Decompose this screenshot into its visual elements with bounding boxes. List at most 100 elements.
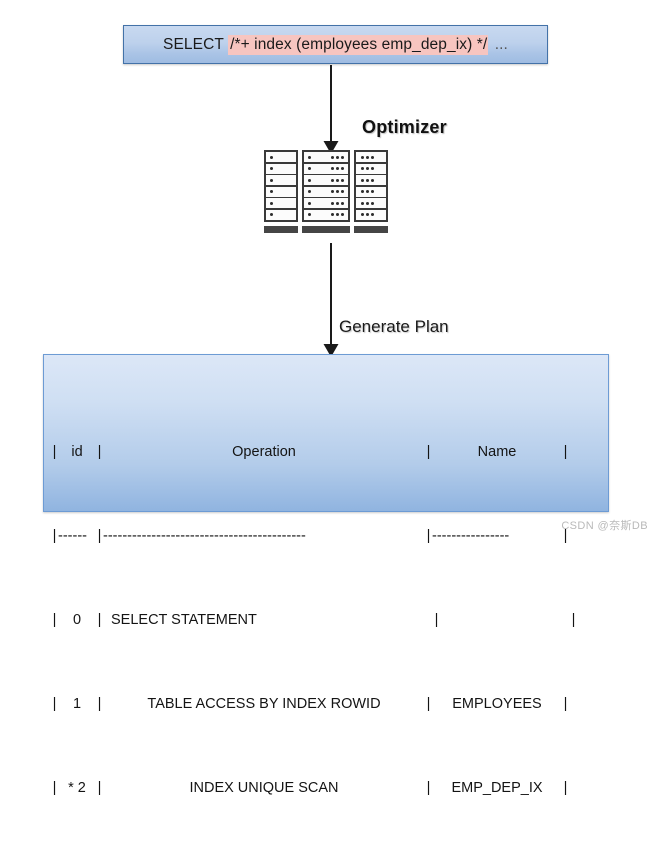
column-separator: |: [52, 696, 57, 712]
led-icon: [308, 155, 311, 159]
rack-unit: [356, 186, 386, 197]
led-icon: [331, 167, 334, 170]
led-group: [361, 155, 374, 159]
led-icon: [361, 201, 364, 205]
column-separator: |: [52, 528, 57, 544]
led-icon: [371, 167, 374, 170]
header-operation: Operation: [232, 444, 296, 460]
row-operation: TABLE ACCESS BY INDEX ROWID: [147, 696, 381, 712]
rack-unit: [266, 209, 296, 220]
led-group: [331, 213, 344, 216]
led-icon: [366, 178, 369, 182]
led-icon: [270, 213, 273, 216]
column-separator: |: [52, 612, 57, 628]
led-icon: [361, 213, 364, 216]
led-icon: [361, 190, 364, 193]
led-icon: [336, 190, 339, 193]
diagram-canvas: SELECT /*+ index (employees emp_dep_ix) …: [43, 25, 648, 796]
execution-plan-table: | id | Operation | Name | | ------ | ---…: [51, 379, 577, 862]
led-icon: [331, 201, 334, 205]
optimizer-label: Optimizer: [362, 117, 447, 137]
led-icon: [270, 155, 273, 159]
sql-keyword: SELECT: [163, 35, 229, 53]
led-icon: [331, 190, 334, 193]
led-icon: [331, 213, 334, 216]
led-icon: [371, 178, 374, 182]
column-separator: |: [571, 612, 576, 628]
rack-unit: [266, 152, 296, 162]
led-group: [361, 178, 374, 182]
table-row: | * 2 | INDEX UNIQUE SCAN | EMP_DEP_IX |: [51, 778, 577, 799]
led-icon: [341, 155, 344, 159]
execution-plan-box: | id | Operation | Name | | ------ | ---…: [43, 354, 609, 796]
led-group: [361, 167, 374, 170]
rack-unit: [266, 198, 296, 208]
rack-unit: [356, 175, 386, 185]
column-separator: |: [97, 528, 102, 544]
led-icon: [361, 178, 364, 182]
rack-stack-3: [354, 150, 388, 222]
led-group: [331, 201, 344, 205]
led-group: [361, 201, 374, 205]
sql-statement-box: SELECT /*+ index (employees emp_dep_ix) …: [123, 25, 548, 64]
rack-unit: [304, 163, 348, 174]
rack-unit: [266, 186, 296, 197]
column-separator: |: [97, 444, 102, 460]
rack-stack-2: [302, 150, 350, 222]
server-rack-icon: [264, 150, 388, 242]
led-icon: [308, 178, 311, 182]
led-group: [331, 178, 344, 182]
table-header-row: | id | Operation | Name |: [51, 442, 577, 463]
led-icon: [308, 167, 311, 170]
table-divider-row: | ------ | -----------------------------…: [51, 526, 577, 547]
led-icon: [331, 178, 334, 182]
led-icon: [361, 155, 364, 159]
divider-name: ----------------: [432, 528, 510, 544]
column-separator: |: [52, 444, 57, 460]
led-icon: [366, 201, 369, 205]
row-name: EMPLOYEES: [452, 696, 542, 712]
led-icon: [371, 201, 374, 205]
table-row: | 0 | SELECT STATEMENT | |: [51, 610, 577, 631]
rack-unit: [304, 175, 348, 185]
rack-unit: [304, 209, 348, 220]
led-icon: [270, 190, 273, 193]
header-id: id: [71, 444, 83, 460]
rack-unit: [266, 163, 296, 174]
rack-base: [354, 225, 388, 233]
led-icon: [341, 201, 344, 205]
led-icon: [366, 190, 369, 193]
rack-unit: [304, 152, 348, 162]
sql-statement-text: SELECT /*+ index (employees emp_dep_ix) …: [163, 34, 508, 55]
led-icon: [270, 178, 273, 182]
led-icon: [336, 167, 339, 170]
led-icon: [308, 190, 311, 193]
divider-id: ------: [58, 528, 87, 544]
row-name: EMP_DEP_IX: [451, 780, 543, 796]
row-id: 1: [72, 696, 82, 712]
rack-base: [302, 225, 350, 233]
led-icon: [341, 213, 344, 216]
led-group: [361, 213, 374, 216]
led-icon: [366, 213, 369, 216]
row-id: * 2: [68, 780, 86, 796]
led-icon: [336, 213, 339, 216]
rack-column-3: [354, 150, 388, 242]
led-group: [331, 155, 344, 159]
led-icon: [371, 190, 374, 193]
led-icon: [371, 213, 374, 216]
led-icon: [361, 167, 364, 170]
sql-optimizer-hint: /*+ index (employees emp_dep_ix) */: [228, 34, 489, 55]
led-icon: [336, 155, 339, 159]
led-group: [331, 167, 344, 170]
column-separator: |: [426, 444, 431, 460]
rack-stack-1: [264, 150, 298, 222]
column-separator: |: [563, 444, 568, 460]
column-separator: |: [97, 612, 102, 628]
led-group: [361, 190, 374, 193]
column-separator: |: [434, 612, 439, 628]
column-separator: |: [563, 528, 568, 544]
header-name: Name: [477, 444, 517, 460]
table-row: | 1 | TABLE ACCESS BY INDEX ROWID | EMPL…: [51, 694, 577, 715]
led-icon: [366, 155, 369, 159]
